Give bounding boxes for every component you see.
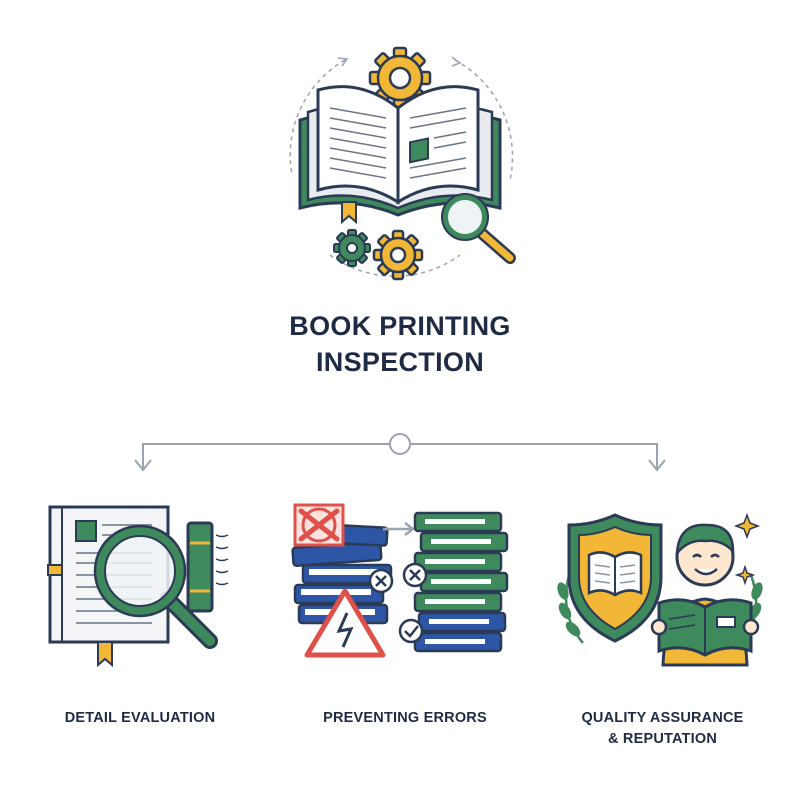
caption-preventing-errors: PREVENTING ERRORS [285, 708, 525, 729]
caption-quality-assurance: QUALITY ASSURANCE & REPUTATION [540, 708, 785, 750]
title-line-2: INSPECTION [315, 347, 485, 377]
caption-line: QUALITY ASSURANCE [581, 710, 744, 726]
caption-line: & REPUTATION [608, 731, 717, 747]
magnifier-icon [441, 193, 516, 264]
check-badge-icon [398, 618, 424, 644]
medium-gear-icon [372, 229, 424, 281]
branch-connector [134, 433, 666, 472]
caption-detail-evaluation: DETAIL EVALUATION [40, 708, 240, 729]
caption-line: DETAIL EVALUATION [64, 710, 216, 726]
error-prevention-book-stacks-icon [291, 503, 509, 658]
magnifier-over-book-icon [47, 505, 229, 668]
page-title: BOOK PRINTING INSPECTION [0, 308, 800, 380]
caption-line: PREVENTING ERRORS [323, 710, 487, 726]
book-inspection-hero-icon [289, 46, 516, 281]
title-line-1: BOOK PRINTING [289, 311, 511, 341]
small-gear-icon [333, 229, 371, 267]
error-badge-icon [402, 562, 428, 588]
error-badge-icon [368, 568, 394, 594]
shield-and-reader-icon [557, 512, 763, 667]
sparkle-icon [733, 512, 761, 586]
